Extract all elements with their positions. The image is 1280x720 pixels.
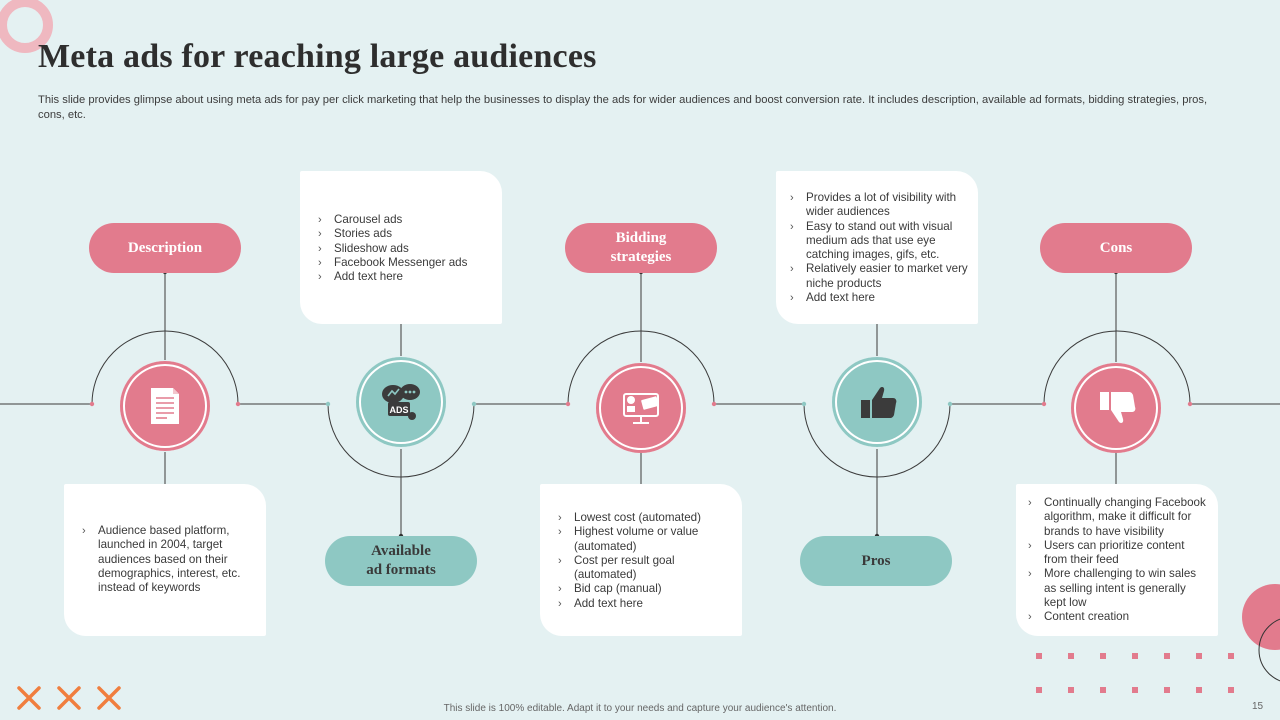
decorative-ring-top-left: [0, 0, 53, 53]
stage-label-line: Bidding: [615, 230, 667, 246]
list-item: Provides a lot of visibility with wider …: [786, 191, 968, 220]
list-item: Bid cap (manual): [554, 582, 728, 597]
page-subtitle: This slide provides glimpse about using …: [38, 94, 1208, 121]
stage-label-description: Description: [89, 223, 241, 273]
thumbs-up-icon: [861, 387, 897, 418]
list-item: Relatively easier to market very niche p…: [786, 262, 968, 291]
stage-label-pros: Pros: [800, 536, 952, 586]
decorative-x-icon: [57, 686, 81, 710]
list-item: Add text here: [314, 270, 488, 285]
list-item: Content creation: [1024, 610, 1210, 625]
list-item: Slideshow ads: [314, 242, 488, 257]
list-item: Stories ads: [314, 227, 488, 242]
stage-label-cons: Cons: [1040, 223, 1192, 273]
page-title: Meta ads for reaching large audiences: [38, 38, 597, 75]
decorative-dot-grid: [1036, 653, 1234, 693]
stage-card-bidding: Lowest cost (automated) Highest volume o…: [540, 484, 742, 636]
stage-label-line: ad formats: [366, 562, 436, 578]
list-item: Highest volume or value (automated): [554, 525, 728, 554]
stage-label-bidding: Bidding strategies: [565, 223, 717, 273]
stage-hub-pros: [832, 357, 922, 447]
list-item: Cost per result goal (automated): [554, 554, 728, 583]
list-item: Facebook Messenger ads: [314, 256, 488, 271]
list-item: Lowest cost (automated): [554, 511, 728, 526]
stage-card-description: Audience based platform, launched in 200…: [64, 484, 266, 636]
list-item: Carousel ads: [314, 213, 488, 228]
stage-hub-cons: [1071, 363, 1161, 453]
list-item: Easy to stand out with visual medium ads…: [786, 220, 968, 263]
ads-chat-icon: ADS: [382, 384, 420, 420]
decorative-x-icon: [97, 686, 121, 710]
list-item: Audience based platform, launched in 200…: [78, 524, 252, 595]
stage-label-ad-formats: Available ad formats: [325, 536, 477, 586]
stage-hub-description: [120, 361, 210, 451]
bidding-screen-icon: [623, 393, 659, 424]
footer-note: This slide is 100% editable. Adapt it to…: [443, 703, 837, 714]
stage-card-ad-formats: Carousel ads Stories ads Slideshow ads F…: [300, 171, 502, 324]
stage-hub-bidding: [596, 363, 686, 453]
stage-hub-ad-formats: ADS: [356, 357, 446, 447]
stage-label-line: strategies: [610, 249, 672, 265]
thumbs-down-icon: [1100, 392, 1136, 423]
stage-label-line: Available: [371, 543, 431, 559]
list-item: Add text here: [554, 597, 728, 612]
stage-card-pros: Provides a lot of visibility with wider …: [776, 171, 978, 324]
list-item: Users can prioritize content from their …: [1024, 539, 1210, 568]
list-item: Add text here: [786, 291, 968, 306]
svg-text:ADS: ADS: [389, 405, 408, 415]
list-item: Continually changing Facebook algorithm,…: [1024, 496, 1210, 539]
document-icon: [151, 388, 179, 424]
list-item: More challenging to win sales as selling…: [1024, 567, 1210, 610]
decorative-x-icon: [17, 686, 41, 710]
page-number: 15: [1252, 701, 1264, 712]
decorative-circles-right: [1242, 584, 1280, 682]
stage-card-cons: Continually changing Facebook algorithm,…: [1016, 484, 1218, 636]
